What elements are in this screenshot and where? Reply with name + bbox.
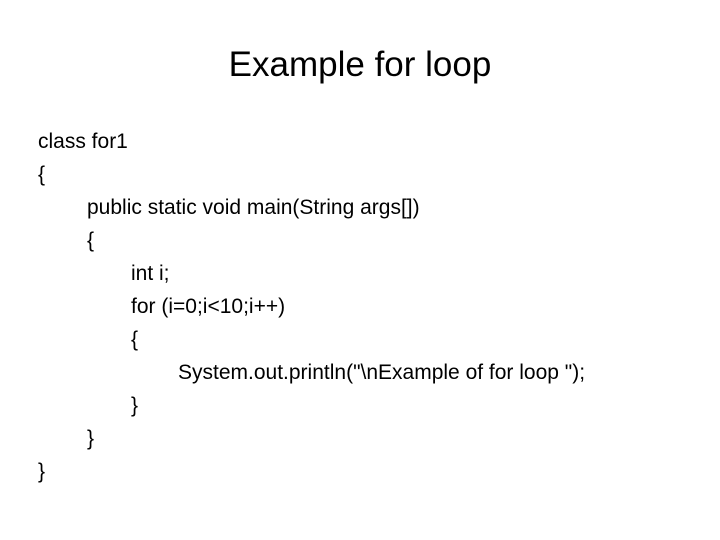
code-line: public static void main(String args[]) [87, 196, 420, 219]
code-line: { [38, 163, 46, 186]
code-line: class for1 [38, 130, 128, 153]
code-line: { [87, 229, 95, 252]
code-block: class for1 { public static void main(Strin… [0, 125, 720, 488]
code-line: } [131, 394, 139, 417]
code-line: int i; [131, 262, 170, 285]
code-line: System.out.println("\nExample of for loo… [178, 361, 586, 384]
code-line: for (i=0;i<10;i++) [131, 295, 286, 318]
code-line: } [38, 460, 46, 483]
page-title: Example for loop [228, 45, 492, 84]
code-line: { [131, 328, 139, 351]
code-line: } [87, 427, 95, 450]
